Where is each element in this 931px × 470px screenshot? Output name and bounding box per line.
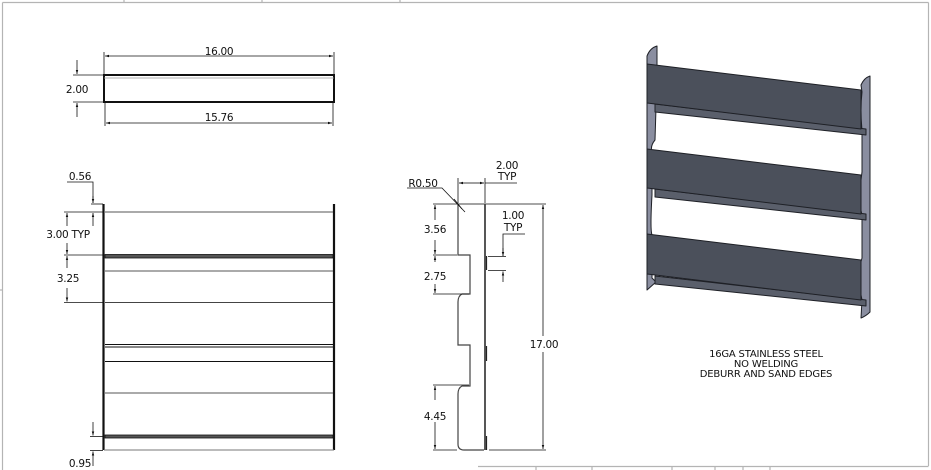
- dim-notch-height-label: 2.75: [424, 271, 446, 283]
- iso-shelf-1-face: [646, 63, 862, 130]
- dim-shelf-height: [64, 211, 103, 256]
- dim-slot-typ-suffix: TYP: [503, 222, 522, 234]
- dim-overall-height: [486, 203, 546, 451]
- dim-overall-height-label: 17.00: [530, 339, 559, 351]
- dim-bottom-offset: [90, 422, 103, 466]
- dim-top-to-notch-label: 3.56: [424, 224, 447, 236]
- dim-shelf-spacing: [64, 256, 103, 303]
- top-view: 16.00 2.00 15.76: [66, 46, 335, 126]
- dim-inner-width-label: 15.76: [205, 112, 234, 124]
- iso-shelf-3-face: [646, 233, 862, 301]
- dim-overall-width: [103, 52, 335, 74]
- dim-slot-typ-value: 1.00: [502, 210, 524, 222]
- dim-left-chain: [433, 203, 469, 451]
- side-profile: [457, 204, 484, 451]
- notes: 16GA STAINLESS STEEL NO WELDING DEBURR A…: [700, 349, 833, 380]
- dim-bend-radius-label: R0.50: [408, 178, 437, 190]
- dim-overall-width-label: 16.00: [205, 46, 234, 58]
- dim-inner-width: [104, 103, 334, 126]
- dim-depth-typ: [457, 178, 517, 203]
- front-view: 0.56 3.00 TYP 3.25 0.95: [46, 171, 336, 470]
- dim-shelf-spacing-label: 3.25: [57, 273, 79, 285]
- note-welding: NO WELDING: [734, 359, 798, 370]
- dim-bend-radius: [407, 187, 466, 213]
- dim-depth-typ-value: 2.00: [496, 160, 518, 172]
- iso-shelf-2-face: [646, 148, 862, 215]
- dim-flange-offset-label: 0.56: [69, 171, 92, 183]
- dim-slot-typ: [488, 233, 525, 282]
- dim-height-label: 2.00: [66, 84, 88, 96]
- top-view-outline: [103, 74, 335, 103]
- dim-bottom-offset-label: 0.95: [69, 458, 91, 470]
- dim-depth-typ-suffix: TYP: [497, 171, 516, 183]
- side-view: R0.50 2.00 TYP 1.00 TYP: [407, 160, 559, 451]
- iso-view: [646, 45, 871, 319]
- dim-shelf-height-label: 3.00 TYP: [46, 229, 89, 241]
- dim-bottom-to-notch-label: 4.45: [424, 411, 446, 423]
- note-finish: DEBURR AND SAND EDGES: [700, 369, 832, 380]
- dim-height: [73, 60, 103, 117]
- dim-flange-offset: [67, 181, 103, 226]
- note-material: 16GA STAINLESS STEEL: [709, 349, 823, 360]
